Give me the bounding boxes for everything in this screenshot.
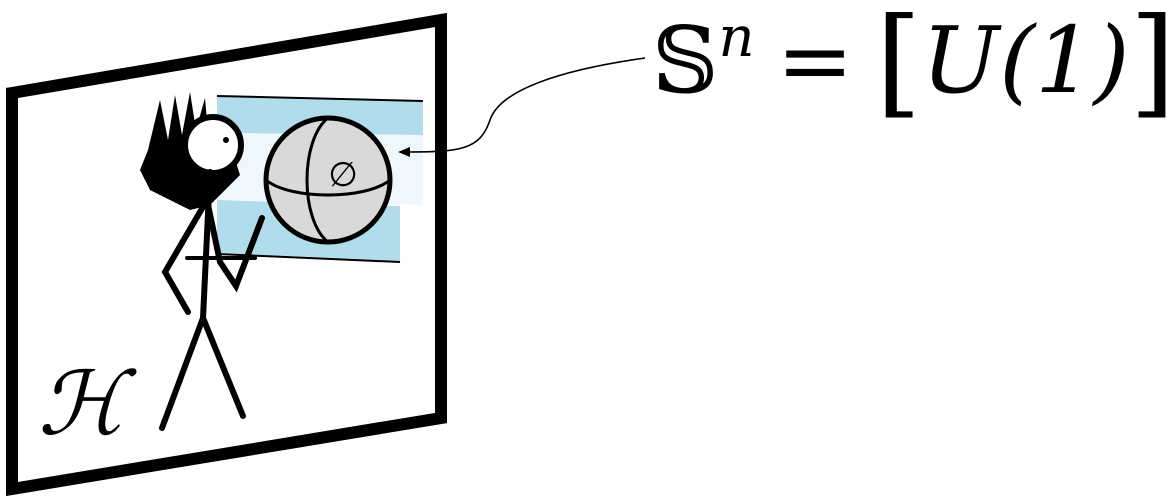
formula-base: 𝕊 (652, 7, 718, 114)
hilbert-space-label: ℋ (38, 360, 125, 448)
formula: 𝕊n=[U(1)]n (652, 2, 1170, 120)
formula-close-bracket: ] (1130, 0, 1170, 130)
head (185, 117, 241, 173)
formula-open-bracket: [ (876, 0, 922, 130)
formula-base-exponent: n (718, 5, 754, 70)
sphere: ∅ (266, 118, 390, 242)
formula-equals: = (755, 7, 876, 114)
empty-set-symbol: ∅ (328, 155, 358, 195)
formula-group: U(1) (922, 7, 1130, 114)
eye (223, 137, 229, 143)
